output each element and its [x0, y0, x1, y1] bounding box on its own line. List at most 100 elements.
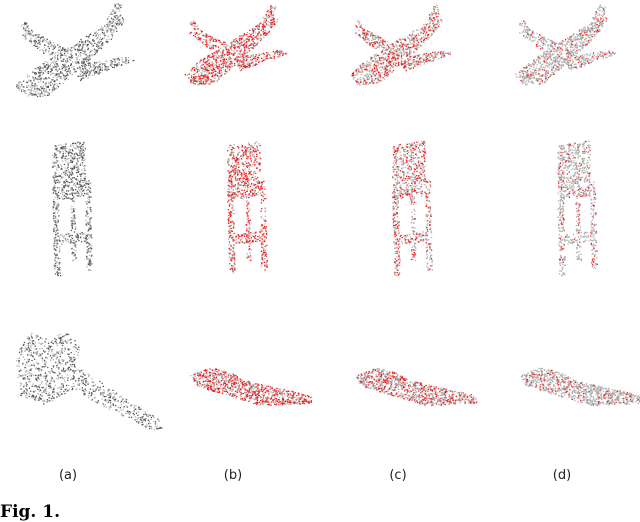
point	[233, 39, 235, 41]
point	[57, 204, 59, 206]
point	[575, 52, 577, 54]
point	[409, 64, 411, 66]
point	[220, 41, 222, 44]
point	[524, 22, 527, 24]
point	[428, 56, 430, 58]
point	[191, 75, 193, 77]
point	[520, 24, 522, 26]
point	[71, 55, 73, 57]
point	[64, 181, 66, 184]
point	[66, 71, 68, 73]
point	[203, 75, 205, 78]
point	[420, 32, 422, 35]
point	[582, 56, 585, 58]
point	[397, 57, 399, 60]
point	[377, 46, 380, 48]
point	[90, 255, 93, 258]
point	[543, 40, 545, 42]
point	[385, 73, 388, 75]
point	[19, 85, 21, 88]
point	[217, 46, 220, 48]
point	[198, 38, 200, 40]
point	[538, 36, 540, 38]
point	[32, 93, 34, 95]
point	[52, 66, 54, 68]
point	[567, 56, 569, 58]
point	[101, 69, 103, 71]
point	[541, 55, 543, 57]
point	[525, 35, 528, 37]
point	[58, 182, 60, 184]
point	[410, 67, 412, 69]
point	[268, 54, 270, 56]
point	[268, 12, 270, 14]
point	[59, 72, 61, 75]
point	[228, 53, 230, 55]
point	[397, 56, 399, 58]
point	[564, 49, 567, 51]
point	[80, 195, 82, 197]
point	[54, 46, 57, 48]
point	[54, 52, 57, 54]
point	[275, 52, 277, 54]
point	[39, 76, 41, 78]
point	[95, 35, 97, 37]
point	[222, 66, 224, 68]
point	[601, 23, 603, 25]
point	[558, 69, 560, 71]
point	[119, 22, 121, 24]
point	[392, 51, 394, 54]
point	[116, 23, 118, 25]
point	[389, 52, 391, 54]
point	[58, 47, 60, 49]
point	[435, 56, 437, 58]
point	[63, 75, 65, 77]
point	[259, 60, 261, 63]
point	[225, 58, 227, 60]
point	[95, 62, 97, 64]
point	[59, 82, 61, 85]
point	[569, 59, 571, 62]
point	[80, 235, 82, 238]
point	[538, 61, 540, 64]
point	[267, 24, 269, 26]
point	[75, 236, 78, 238]
point	[422, 32, 424, 35]
point	[555, 68, 557, 70]
point	[59, 77, 62, 79]
point	[76, 167, 79, 169]
point	[554, 43, 556, 45]
point	[87, 197, 89, 199]
point	[80, 154, 82, 156]
point	[93, 65, 95, 67]
point	[581, 40, 583, 42]
point	[85, 53, 87, 56]
point	[587, 41, 590, 44]
point	[547, 71, 549, 74]
point	[197, 69, 199, 71]
point	[89, 218, 91, 221]
point	[241, 43, 243, 45]
point	[81, 70, 83, 73]
point	[238, 57, 240, 59]
point	[85, 239, 87, 241]
point	[583, 63, 585, 65]
point	[586, 60, 589, 62]
point	[409, 54, 411, 56]
point	[569, 52, 571, 54]
point	[87, 192, 89, 194]
point	[263, 34, 265, 36]
point	[204, 76, 206, 78]
point	[367, 70, 369, 72]
point	[539, 55, 542, 57]
point	[602, 22, 604, 24]
point	[58, 235, 60, 237]
point	[354, 74, 356, 76]
point	[553, 51, 556, 53]
point	[54, 165, 56, 167]
point	[415, 60, 417, 62]
point	[207, 59, 209, 61]
point	[263, 53, 265, 55]
point	[114, 61, 116, 63]
point	[102, 42, 104, 44]
